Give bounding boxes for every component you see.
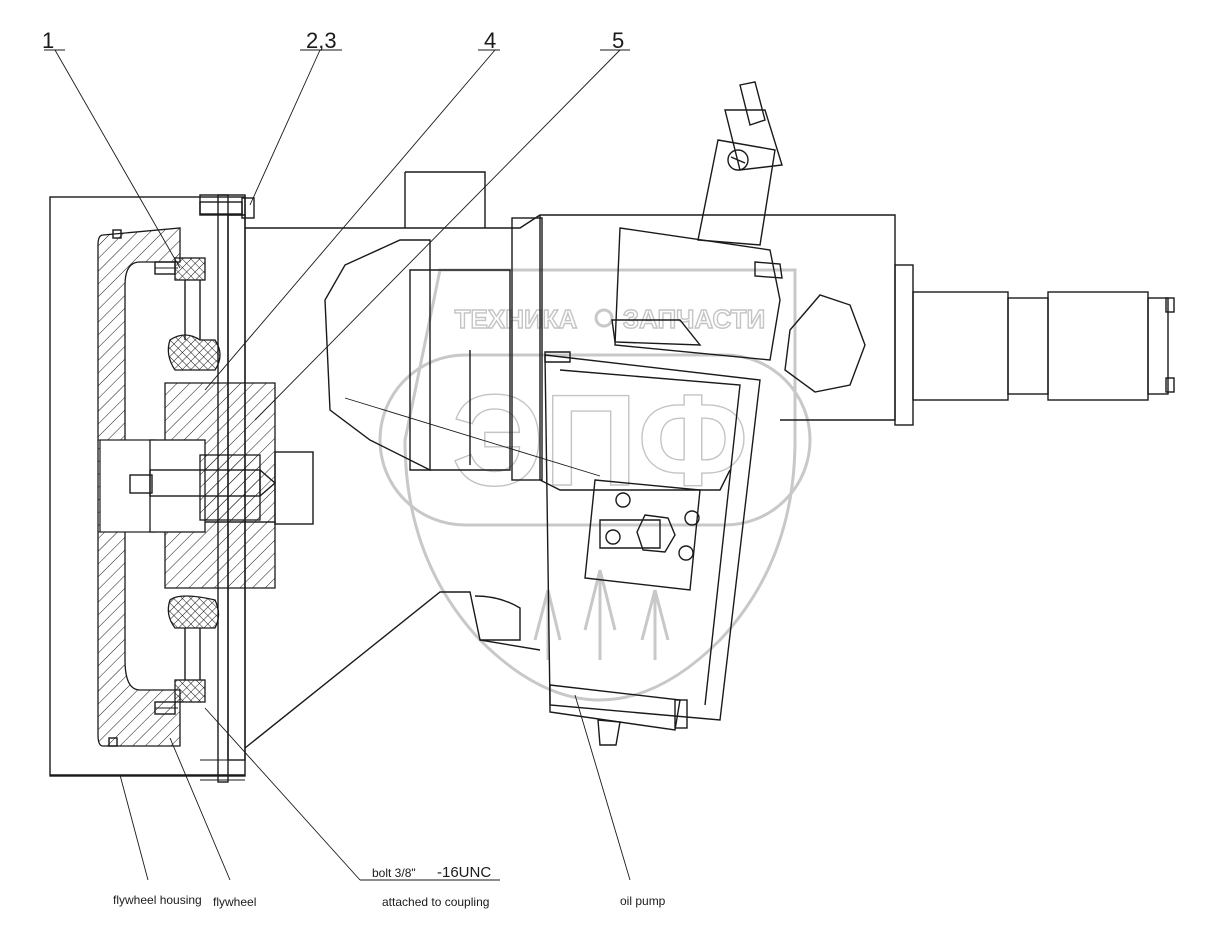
callout-5: 5	[612, 28, 624, 53]
gear-icon	[594, 308, 614, 328]
watermark: ЭПФ ТЕХНИКА ЗАПЧАСТИ	[378, 268, 812, 702]
pump-shaft	[784, 264, 1175, 426]
note-bolt: bolt 3/8"	[372, 866, 416, 880]
notes: bolt 3/8" -16UNC attached to coupling fl…	[113, 864, 666, 909]
watermark-logo-text: ЭПФ	[452, 367, 749, 513]
bolt-top	[199, 197, 255, 219]
callout-1: 1	[42, 28, 54, 53]
callout-4: 4	[484, 28, 496, 53]
label-oil-pump: oil pump	[620, 894, 666, 908]
hub	[129, 382, 314, 589]
callouts: 1 2,3 4 5	[42, 28, 624, 53]
control-valve	[544, 81, 783, 746]
wheat-icon	[533, 569, 670, 660]
watermark-text-right: ЗАПЧАСТИ	[623, 304, 766, 334]
note-bolt-thread: -16UNC	[437, 864, 491, 881]
pump-body	[244, 171, 896, 749]
leader-lines	[44, 49, 631, 881]
callout-2-3: 2,3	[306, 28, 337, 53]
label-flywheel-housing: flywheel housing	[113, 893, 202, 907]
note-attached: attached to coupling	[382, 895, 489, 909]
flywheel	[97, 227, 181, 747]
label-flywheel: flywheel	[213, 895, 256, 909]
watermark-text-left: ТЕХНИКА	[455, 304, 578, 334]
